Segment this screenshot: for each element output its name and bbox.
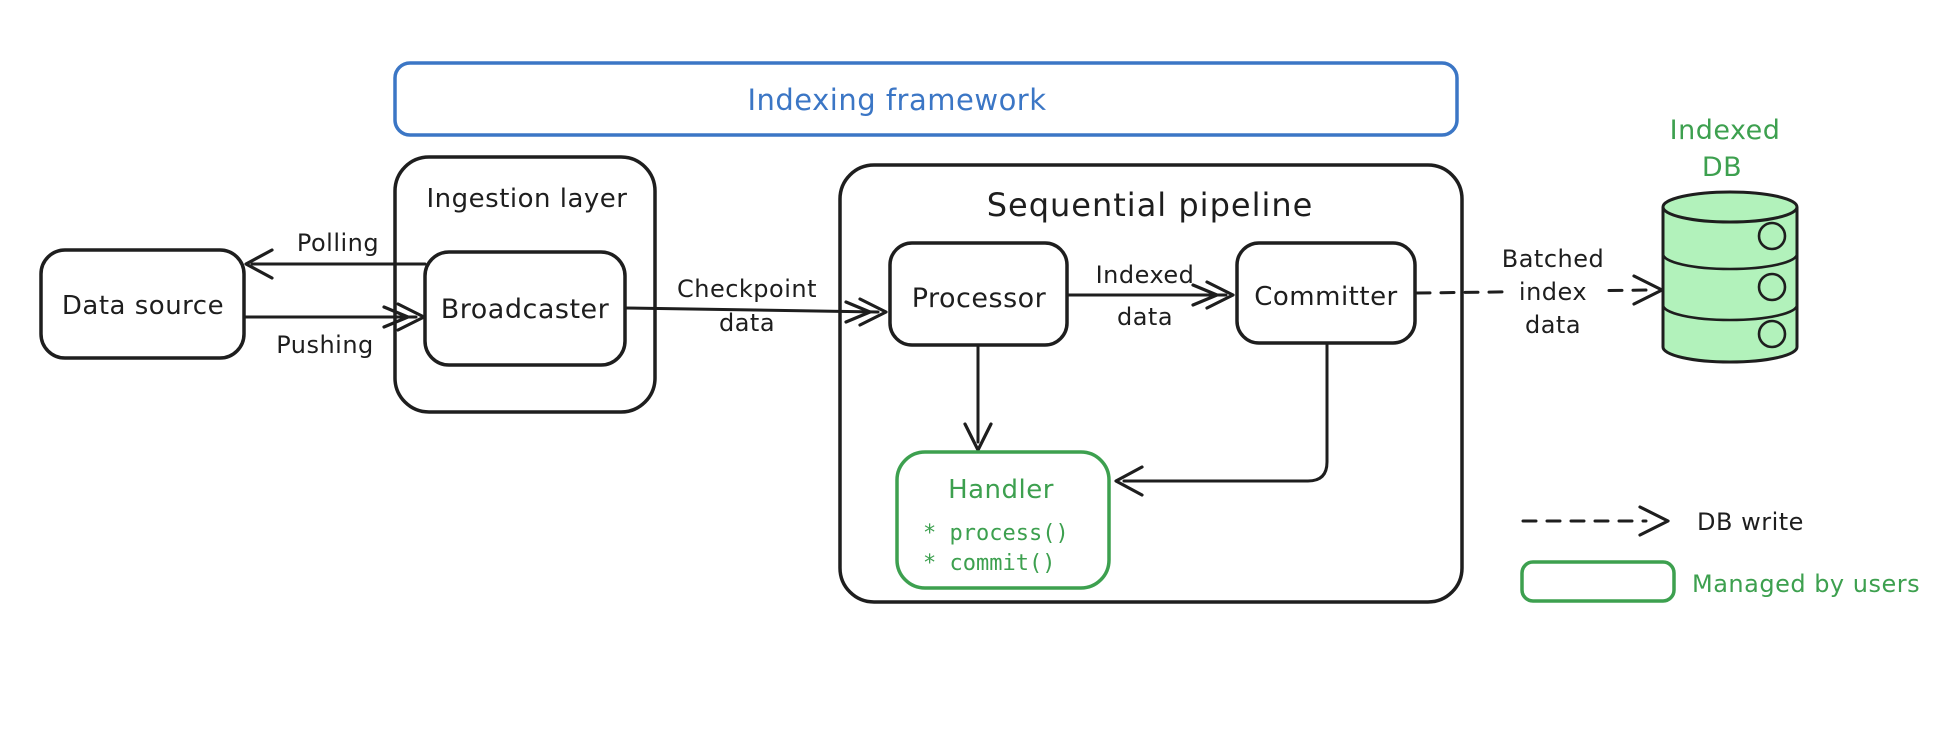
legend-managed-by-users: Managed by users: [1520, 560, 1920, 603]
processor-to-handler-arrow: [963, 343, 993, 452]
polling-label: Polling: [297, 229, 379, 257]
committer-to-handler-arrow: [1114, 343, 1329, 497]
ingestion-layer-border: [393, 155, 657, 414]
committer-handler-line: [1122, 343, 1329, 483]
polling-arrow: Polling: [244, 229, 427, 280]
indexed-data-arrow: Indexed data: [1065, 261, 1235, 331]
committer-border: [1235, 241, 1417, 345]
checkpoint-label-line1: Checkpoint: [677, 275, 817, 303]
db-cylinder-body: [1661, 207, 1799, 364]
batched-index-line: [1415, 288, 1652, 295]
broadcaster-label: Broadcaster: [441, 294, 610, 325]
indexing-framework-label: Indexing framework: [747, 83, 1046, 117]
batched-index-label-line3: data: [1525, 311, 1581, 339]
indexed-data-label-line1: Indexed: [1096, 261, 1195, 289]
ingestion-layer-node: Ingestion layer Broadcaster: [393, 155, 657, 414]
indexed-data-arrow-head-inner: [1191, 283, 1219, 307]
handler-border: [895, 450, 1111, 590]
db-cylinder-top: [1661, 190, 1799, 224]
sequential-pipeline-border: [838, 163, 1464, 604]
indexed-data-label-line2: data: [1117, 303, 1173, 331]
data-source-label: Data source: [62, 291, 224, 321]
handler-method-commit: * commit(): [923, 551, 1055, 576]
pushing-arrow-head: [396, 302, 426, 332]
batched-index-label-line1: Batched: [1502, 245, 1605, 273]
indexed-db-node: Indexed DB: [1661, 115, 1799, 364]
indexing-framework-border: [393, 61, 1459, 137]
checkpoint-arrow-line: [623, 306, 880, 314]
processor-label: Processor: [912, 283, 1047, 314]
indexing-framework-frame: Indexing framework: [393, 61, 1459, 137]
legend-dashed-arrow-head: [1638, 505, 1670, 537]
ingestion-layer-label: Ingestion layer: [427, 184, 628, 214]
indexed-db-label-line2: DB: [1702, 152, 1742, 183]
handler-label: Handler: [948, 475, 1054, 505]
legend: DB write Managed by users: [1520, 505, 1920, 603]
sequential-pipeline-node: Sequential pipeline: [838, 163, 1464, 604]
checkpoint-arrow-head-inner: [844, 300, 872, 324]
sequential-pipeline-label: Sequential pipeline: [987, 186, 1314, 224]
indexed-db-label-line1: Indexed: [1670, 115, 1781, 146]
handler-method-process: * process(): [923, 521, 1069, 546]
data-source-node: Data source: [39, 248, 246, 360]
checkpoint-data-arrow: Checkpoint data: [623, 275, 888, 337]
polling-arrow-head: [244, 248, 274, 280]
legend-db-write: DB write: [1521, 505, 1804, 537]
db-cylinder-dot-1: [1757, 221, 1787, 251]
batched-index-label-bg: [1504, 273, 1602, 307]
pushing-arrow-head-inner: [382, 305, 410, 329]
batched-index-label-line2: index: [1519, 278, 1587, 306]
db-cylinder-separator-1: [1661, 253, 1799, 271]
db-cylinder-separator-2: [1661, 304, 1799, 322]
batched-index-arrow: Batched index data: [1415, 245, 1664, 339]
pushing-arrow: Pushing: [242, 302, 426, 359]
legend-managed-by-users-label: Managed by users: [1692, 570, 1920, 598]
indexed-data-arrow-head: [1205, 280, 1235, 310]
handler-node: Handler * process() * commit(): [895, 450, 1111, 590]
legend-db-write-label: DB write: [1697, 508, 1804, 536]
processor-handler-head: [963, 422, 993, 452]
checkpoint-label-line2: data: [719, 309, 775, 337]
checkpoint-arrow-head: [858, 297, 888, 327]
pushing-label: Pushing: [276, 331, 374, 359]
committer-node: Committer: [1235, 241, 1417, 345]
committer-handler-head: [1114, 465, 1144, 497]
legend-green-box: [1520, 560, 1676, 603]
db-cylinder-dot-2: [1757, 272, 1787, 302]
data-source-border: [39, 248, 246, 360]
db-cylinder-dot-3: [1757, 319, 1787, 349]
processor-node: Processor: [888, 241, 1069, 347]
committer-label: Committer: [1254, 282, 1398, 312]
